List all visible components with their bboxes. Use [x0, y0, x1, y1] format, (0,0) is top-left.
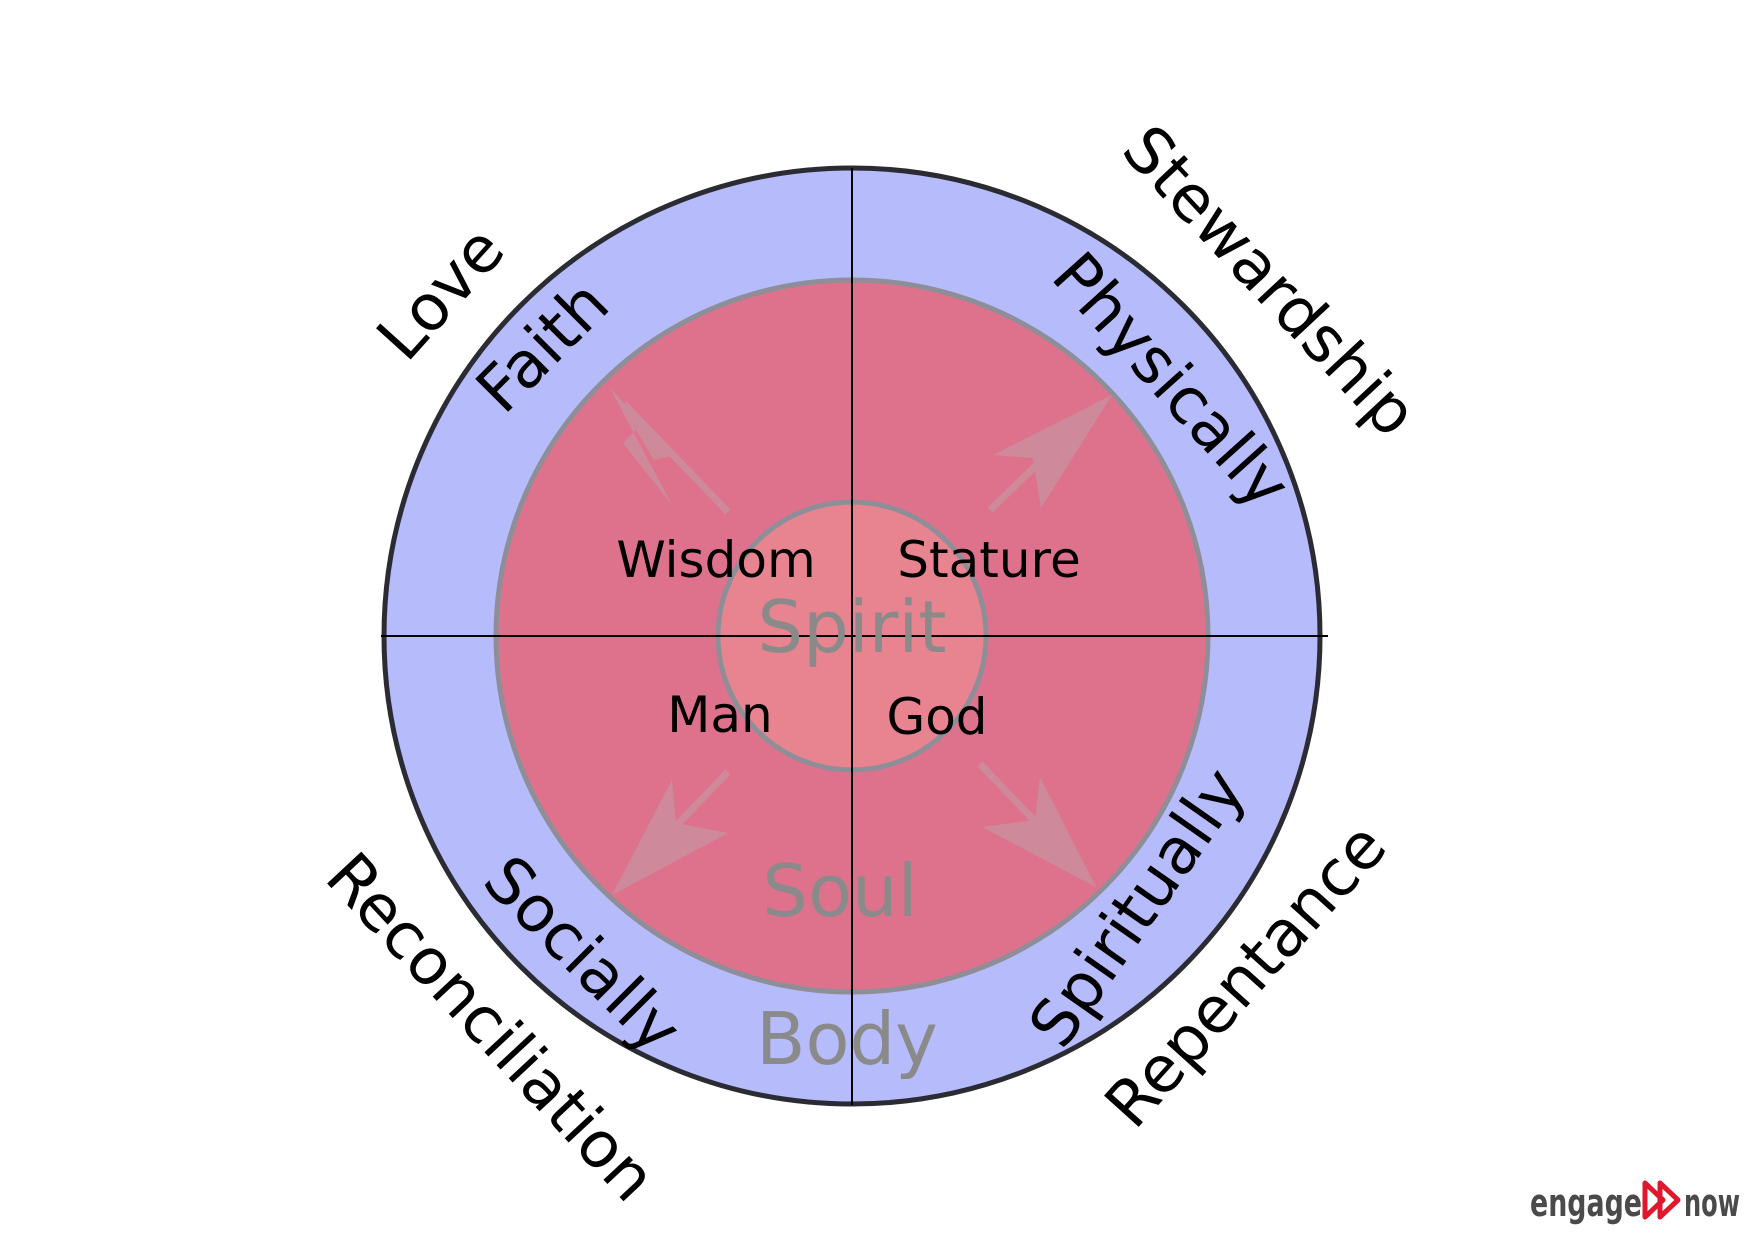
engage-now-logo: engage now [1530, 1180, 1740, 1225]
layer-soul-label: Soul [762, 849, 917, 933]
layer-spirit-label: Spirit [757, 585, 946, 669]
quadrant-wisdom-label: Wisdom [616, 531, 815, 589]
quadrant-man-label: Man [667, 686, 772, 744]
logo-text-now: now [1684, 1181, 1740, 1225]
quadrant-god-label: God [886, 688, 987, 746]
arrow-bottom-right-icon [977, 761, 1096, 887]
arrow-top-right-icon [987, 395, 1112, 513]
layer-body-label: Body [756, 997, 938, 1081]
fast-forward-icon [1642, 1180, 1681, 1220]
arrow-bottom-left-icon [612, 769, 731, 895]
logo-text-engage: engage [1530, 1181, 1642, 1225]
arrow-top-left-icon [610, 388, 731, 515]
quadrant-stature-label: Stature [897, 531, 1081, 589]
